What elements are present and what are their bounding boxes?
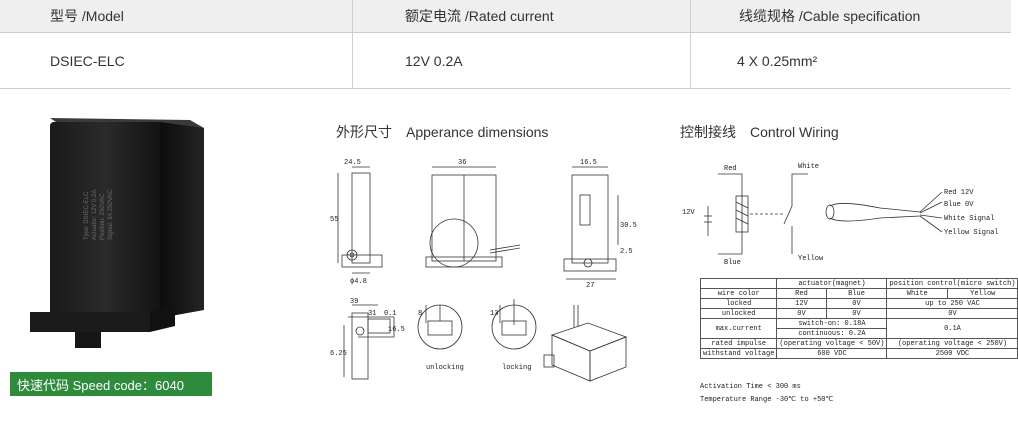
table-row: wire color Red Blue White Yellow <box>699 288 1018 299</box>
table-cell: 0V <box>825 308 888 319</box>
schematic-white: White <box>798 163 819 171</box>
product-photo: Type: DSIEC-ELC Actuator: 12V 0.2A Posit… <box>0 100 232 416</box>
wiring-schematic: Red White 12V Blue Yellow Red 12V Blue 0… <box>682 163 999 267</box>
table-cell: White <box>886 288 949 299</box>
value-model: DSIEC-ELC <box>50 52 125 69</box>
header-cable-spec: 线缆规格 /Cable specification <box>690 0 1011 32</box>
table-cell: actuator(magnet) <box>776 278 888 289</box>
label-line-1: Type: DSIEC-ELC <box>84 191 90 240</box>
table-cell: position control(micro switch) <box>886 278 1018 289</box>
dim-0-1: 0.1 <box>384 310 397 318</box>
spec-table-row: DSIEC-ELC 12V 0.2A 4 X 0.25mm² <box>0 33 1011 89</box>
dim-36: 36 <box>458 159 466 167</box>
wiring-title-en: Control Wiring <box>750 124 839 140</box>
table-cell: rated impulse <box>699 338 778 349</box>
dimensions-title: 外形尺寸 Apperance dimensions <box>336 122 548 142</box>
dimensions-title-en: Apperance dimensions <box>406 124 549 140</box>
table-cell: (operating voltage < 50V) <box>776 338 888 349</box>
table-cell: up to 250 VAC <box>886 298 1018 309</box>
label-line-3: Position: 250VAC <box>100 193 106 240</box>
spec-table: 型号 /Model 额定电流 /Rated current 线缆规格 /Cabl… <box>0 0 1011 89</box>
table-row: max.current switch-on: 0.18A 0.1A <box>699 318 1018 339</box>
table-cell: unlocked <box>699 308 778 319</box>
cable-label-red: Red 12V <box>944 189 974 197</box>
table-cell: max.current <box>699 318 778 339</box>
schematic-yellow: Yellow <box>798 255 824 263</box>
note-activation-time: Activation Time < 300 ms <box>700 383 801 391</box>
table-cell: 2500 VDC <box>886 348 1018 359</box>
table-cell: switch-on: 0.18A <box>776 318 888 329</box>
cable-label-blue: Blue 0V <box>944 201 974 209</box>
product-illustration: Type: DSIEC-ELC Actuator: 12V 0.2A Posit… <box>30 118 204 348</box>
table-cell: locked <box>699 298 778 309</box>
schematic-blue: Blue <box>724 259 741 267</box>
table-row: rated impulse (operating voltage < 50V) … <box>699 338 1018 349</box>
table-cell: (operating voltage < 250V) <box>886 338 1018 349</box>
dimensions-title-cn: 外形尺寸 <box>336 124 392 140</box>
table-cell: continuous: 0.2A <box>776 328 888 339</box>
table-cell: 0V <box>825 298 888 309</box>
dim-39: 39 <box>350 298 358 306</box>
cable-label-white: White Signal <box>944 215 994 223</box>
table-row: withstand voltage 600 VDC 2500 VDC <box>699 348 1018 359</box>
label-line-2: Actuator: 12V 0.2A <box>92 190 98 240</box>
table-cell: 600 VDC <box>776 348 888 359</box>
dim-16-5a: 16.5 <box>580 159 597 167</box>
value-rated-current: 12V 0.2A <box>352 33 690 88</box>
dim-31: 31 <box>368 310 376 318</box>
dim-4-8: ϕ4.8 <box>350 278 367 286</box>
note-temperature-range: Temperature Range -30℃ to +50℃ <box>700 396 834 404</box>
dim-13: 13 <box>490 310 498 318</box>
dim-8: 8 <box>418 310 422 318</box>
label-line-4: Signal: 3A 250VAC <box>108 189 114 240</box>
dim-24-5: 24.5 <box>344 159 361 167</box>
header-model: 型号 /Model <box>50 8 124 24</box>
value-cable-spec: 4 X 0.25mm² <box>690 33 1011 88</box>
table-cell <box>699 278 778 289</box>
wiring-notes: Activation Time < 300 ms Temperature Ran… <box>700 381 833 407</box>
table-cell: 0V <box>776 308 827 319</box>
dim-27: 27 <box>586 282 594 290</box>
dim-55: 55 <box>330 216 338 224</box>
header-rated-current: 额定电流 /Rated current <box>352 0 690 32</box>
table-cell: 0V <box>886 308 1018 319</box>
wiring-title: 控制接线 Control Wiring <box>680 122 839 142</box>
wiring-title-cn: 控制接线 <box>680 124 736 140</box>
schematic-12v: 12V <box>682 209 695 217</box>
table-row: locked 12V 0V up to 250 VAC <box>699 298 1018 309</box>
speed-code-badge: 快速代码 Speed code：6040 <box>10 372 212 396</box>
table-cell: wire color <box>699 288 778 299</box>
cable-label-yellow: Yellow Signal <box>944 229 999 237</box>
table-cell: Yellow <box>947 288 1018 299</box>
table-cell: 12V <box>776 298 827 309</box>
dim-30-5: 30.5 <box>620 222 637 230</box>
wiring-table: actuator(magnet) position control(micro … <box>699 278 1018 359</box>
dimension-drawings: 24.5 36 16.5 55 30.5 2.5 27 ϕ4.8 39 31 0… <box>330 159 637 382</box>
table-cell: Blue <box>825 288 888 299</box>
table-row: unlocked 0V 0V 0V <box>699 308 1018 319</box>
table-cell: Red <box>776 288 827 299</box>
label-unlocking: unlocking <box>426 364 464 372</box>
table-row: actuator(magnet) position control(micro … <box>699 278 1018 289</box>
table-cell: 0.1A <box>886 318 1018 339</box>
table-cell: withstand voltage <box>699 348 778 359</box>
spec-table-header: 型号 /Model 额定电流 /Rated current 线缆规格 /Cabl… <box>0 0 1011 33</box>
dim-2-5: 2.5 <box>620 248 633 256</box>
schematic-red: Red <box>724 165 737 173</box>
dim-16-5b: 16.5 <box>388 326 405 334</box>
dim-6-25: 6.25 <box>330 350 347 358</box>
label-locking: locking <box>502 364 531 372</box>
